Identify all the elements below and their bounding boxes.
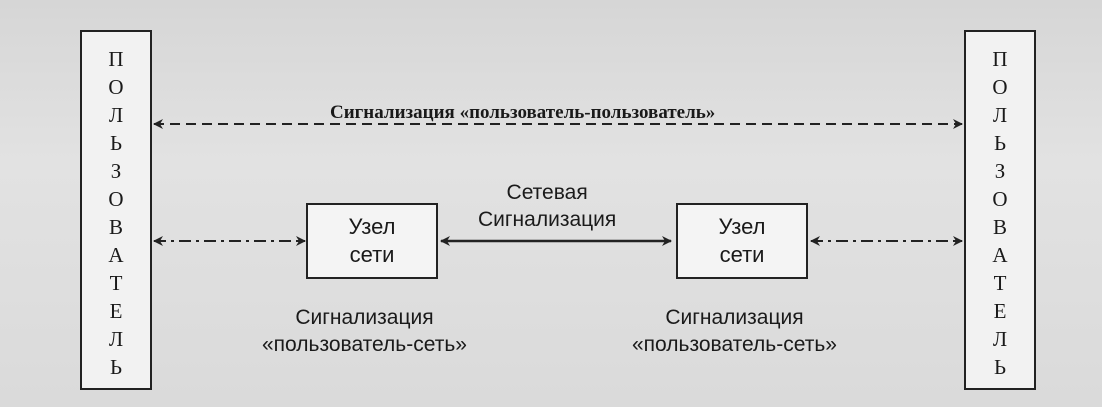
vertical-letter: Л [108,327,124,351]
user-user-signaling-label: Сигнализация «пользователь-пользователь» [330,102,716,123]
vertical-letter: О [108,187,124,211]
vertical-letter: Ь [109,131,123,155]
network-signaling-line-2: Сигнализация [478,208,617,231]
vertical-letter: Ь [109,355,123,379]
vertical-letter: О [108,75,124,99]
right-node-line-1: Узел [718,214,766,239]
left-user-network-line-2: «пользователь-сеть» [262,333,467,356]
vertical-letter: Ь [993,355,1007,379]
right-user-network-line-1: Сигнализация [665,306,804,329]
vertical-letter: Л [992,327,1008,351]
vertical-letter: Л [108,103,124,127]
vertical-letter: Л [992,103,1008,127]
vertical-letter: З [110,159,122,183]
left-node-line-1: Узел [348,214,396,239]
right-node-line-2: сети [719,242,765,267]
left-node-line-2: сети [349,242,395,267]
right-user-network-line-2: «пользователь-сеть» [632,333,837,356]
vertical-letter: А [992,243,1008,267]
vertical-letter: З [994,159,1006,183]
left-user-network-line-1: Сигнализация [295,306,434,329]
network-signaling-line-1: Сетевая [506,181,588,204]
vertical-letter: П [992,47,1008,71]
vertical-letter: А [108,243,124,267]
right-network-node: Узел сети [676,203,808,279]
vertical-letter: В [992,215,1007,239]
right-user-network-label: Сигнализация «пользователь-сеть» [632,304,837,358]
left-user-network-label: Сигнализация «пользователь-сеть» [262,304,467,358]
vertical-letter: Е [993,299,1007,323]
vertical-letter: Е [109,299,123,323]
network-signaling-label: Сетевая Сигнализация [478,179,616,233]
vertical-letter: О [992,75,1008,99]
vertical-letter: О [992,187,1008,211]
vertical-letter: Т [109,271,123,295]
vertical-letter: П [108,47,124,71]
left-network-node: Узел сети [306,203,438,279]
vertical-letter: Ь [993,131,1007,155]
vertical-letter: В [108,215,123,239]
vertical-letter: Т [993,271,1007,295]
